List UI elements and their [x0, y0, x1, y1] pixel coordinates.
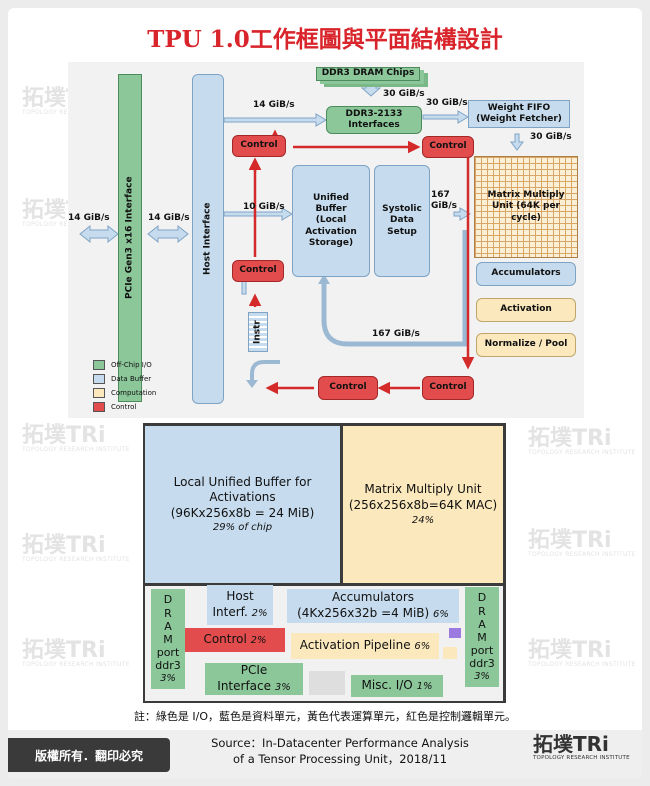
- floorplan-activation-pipeline: Activation Pipeline 6%: [291, 633, 439, 659]
- mmu-label: Matrix Multiply Unit (64K per cycle): [487, 190, 565, 223]
- accumulators-block: Accumulators: [476, 262, 576, 286]
- page-title: TPU 1.0工作框圖與平面結構設計: [147, 26, 503, 53]
- copyright-badge: 版權所有．翻印必究: [8, 738, 170, 772]
- pcie-interface-block: PCIe Gen3 x16 Interface: [118, 74, 142, 402]
- host-ub-arrow: [223, 207, 293, 221]
- source-citation: Source：In-Datacenter Performance Analysi…: [190, 736, 490, 767]
- legend-item-control: Control: [93, 400, 156, 414]
- color-note: 註：綠色是 I/O，藍色是資料單元，黃色代表運算單元，紅色是控制邏輯單元。: [133, 710, 517, 723]
- floorplan-small-block: [309, 671, 345, 695]
- pcie-host-arrow: [147, 224, 189, 244]
- block-diagram: PCIe Gen3 x16 Interface Host Interface D…: [68, 62, 584, 418]
- legend-item-io: Off-Chip I/O: [93, 358, 156, 372]
- floorplan-matrix-multiply-unit: Matrix Multiply Unit(256x256x8b=64K MAC)…: [343, 426, 503, 583]
- normalize-pool-block: Normalize / Pool: [476, 333, 576, 357]
- host-interface-block: Host Interface: [192, 74, 224, 404]
- control-block-top-left: Control: [232, 135, 286, 157]
- bw-dram-ddr: 30 GiB/s: [383, 89, 425, 99]
- floorplan-accumulators: Accumulators(4Kx256x32b =4 MiB) 6%: [287, 589, 459, 623]
- legend: Off-Chip I/O Data Buffer Computation Con…: [93, 358, 156, 414]
- systolic-data-setup-block: Systolic Data Setup: [374, 165, 430, 277]
- instr-buffer-block: Instr: [248, 312, 268, 352]
- control-block-bottom-mid: Control: [318, 376, 378, 400]
- dram-chips-block: DDR3 DRAM Chips: [316, 67, 420, 81]
- host-ddr-arrow: [223, 113, 327, 127]
- legend-item-buffer: Data Buffer: [93, 372, 156, 386]
- floorplan-control: Control 2%: [185, 628, 285, 652]
- fifo-mmu-arrow: [510, 133, 524, 151]
- control-block-mid: Control: [232, 260, 284, 282]
- sys-mmu-arrow: [453, 207, 471, 221]
- ddr3-interfaces-block: DDR3-2133 Interfaces: [326, 106, 422, 134]
- dram-ddr-arrow: [360, 81, 382, 97]
- bw-ddr-fifo: 30 GiB/s: [426, 98, 468, 108]
- legend-item-computation: Computation: [93, 386, 156, 400]
- bw-sys-mmu: 167 GiB/s: [431, 190, 457, 211]
- floorplan-small-block: [449, 628, 461, 638]
- source-line-2: of a Tensor Processing Unit，2018/11: [232, 751, 448, 766]
- floorplan-small-block: [443, 647, 457, 659]
- control-block-bottom-right: Control: [422, 376, 474, 400]
- bw-host-ub: 10 GiB/s: [243, 202, 285, 212]
- weight-fifo-block: Weight FIFO (Weight Fetcher): [468, 100, 570, 128]
- bw-return: 167 GiB/s: [372, 329, 420, 339]
- control-block-top-right: Control: [422, 136, 474, 158]
- bw-fifo-mmu: 30 GiB/s: [530, 132, 572, 142]
- bw-host-ddr: 14 GiB/s: [253, 100, 295, 110]
- bw-pcie-left: 14 GiB/s: [68, 213, 110, 223]
- pcie-offchip-arrow: [79, 224, 119, 244]
- bw-pcie-host: 14 GiB/s: [148, 213, 190, 223]
- matrix-multiply-unit-block: Matrix Multiply Unit (64K per cycle): [474, 156, 578, 258]
- unified-buffer-block: Unified Buffer (Local Activation Storage…: [292, 165, 370, 277]
- source-line-1: Source：In-Datacenter Performance Analysi…: [211, 736, 469, 750]
- floorplan-misc-io: Misc. I/O 1%: [351, 675, 443, 697]
- activation-block: Activation: [476, 298, 576, 322]
- ddr-fifo-arrow: [422, 110, 469, 124]
